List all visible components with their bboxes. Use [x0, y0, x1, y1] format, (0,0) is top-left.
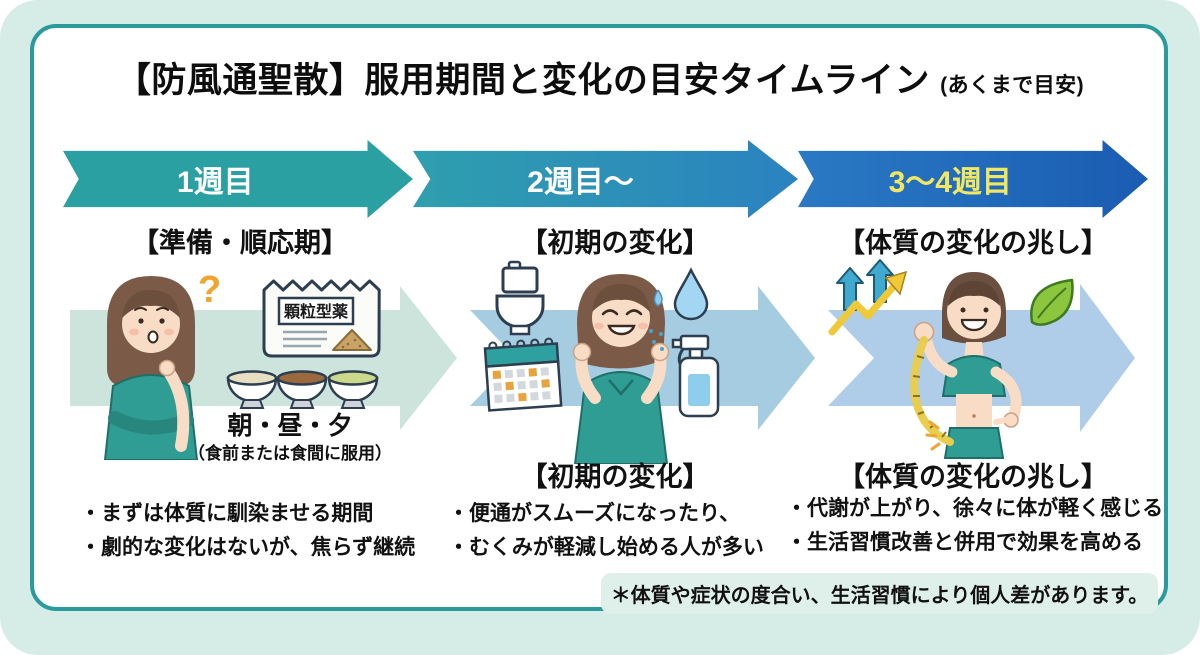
bullet-list-week3to4: ・代謝が上がり、徐々に体が軽く感じる ・生活習慣改善と併用で効果を高める — [786, 492, 1163, 560]
dose-label: 朝・昼・夕 — [227, 412, 353, 440]
bullet-item: ・むくみが軽減し始める人が多い — [448, 536, 764, 559]
page-title: 【防風通聖散】服用期間と変化の目安タイムライン (あくまで目安) — [0, 52, 1200, 103]
sweat-drop-icon — [653, 289, 663, 307]
week3-illustration — [828, 259, 1074, 459]
three-medicine-bowls-icon — [226, 370, 379, 409]
bullet-item: ・代謝が上がり、徐々に体が軽く感じる — [786, 497, 1164, 520]
page-title-suffix: (あくまで目安) — [940, 74, 1085, 97]
spray-bottle-icon — [649, 329, 720, 418]
bullet-list-week2: ・便通がスムーズになったり、 ・むくみが軽減し始める人が多い — [448, 497, 764, 565]
phase-header-week1: 【準備・順応期】 — [132, 228, 348, 258]
footnote: ＊体質や症状の度合い、生活習慣により個人差があります。 — [601, 573, 1158, 614]
leaf-icon — [1030, 278, 1074, 326]
bullet-item: ・劇的な変化はないが、焦らず継続 — [80, 536, 416, 559]
timeline-arrow-week3to4: 3〜4週目 — [798, 140, 1148, 218]
page-title-main: 【防風通聖散】服用期間と変化の目安タイムライン — [115, 61, 930, 100]
week1-illustration: ? 顆粒型薬 — [103, 269, 381, 460]
timeline-arrow-week1: 1週目 — [63, 140, 413, 218]
week2-illustration — [483, 260, 720, 464]
section-header-week3to4: 【体質の変化の兆し】 — [838, 462, 1108, 492]
calendar-grid — [492, 367, 551, 404]
dose-note: （食前または食間に服用） — [188, 444, 392, 463]
toilet-icon — [495, 260, 545, 336]
timeline-arrow-week1-label: 1週目 — [176, 166, 254, 199]
calendar-icon — [483, 337, 563, 412]
happy-woman-icon — [572, 274, 670, 464]
woman-with-measuring-tape-icon — [910, 272, 1022, 459]
section-header-week2: 【初期の変化】 — [520, 462, 710, 492]
water-droplet-icon — [673, 267, 709, 321]
phase-header-week3to4: 【体質の変化の兆し】 — [838, 228, 1108, 258]
medicine-packet-icon: 顆粒型薬 — [262, 279, 381, 358]
timeline-arrow-week2-label: 2週目〜 — [527, 166, 634, 199]
measuring-tape-icon — [910, 336, 954, 446]
question-mark-icon: ? — [198, 269, 221, 311]
timeline-arrow-week2: 2週目〜 — [413, 140, 798, 218]
bullet-item: ・まずは体質に馴染ませる期間 — [80, 502, 374, 525]
medicine-packet-label: 顆粒型薬 — [284, 302, 349, 321]
phase-header-week2: 【初期の変化】 — [520, 228, 710, 258]
timeline-arrow-week3to4-label: 3〜4週目 — [888, 166, 1012, 199]
timeline-arrows: 1週目 2週目〜 3〜4週目 — [63, 140, 1148, 218]
bullet-item: ・生活習慣改善と併用で効果を高める — [786, 531, 1143, 554]
sparkle-marks — [925, 420, 941, 451]
bullet-item: ・便通がスムーズになったり、 — [448, 502, 741, 525]
growth-arrows-icon — [828, 259, 908, 336]
bullet-list-week1: ・まずは体質に馴染ませる期間 ・劇的な変化はないが、焦らず継続 — [80, 497, 415, 565]
thinking-woman-icon — [103, 276, 199, 460]
